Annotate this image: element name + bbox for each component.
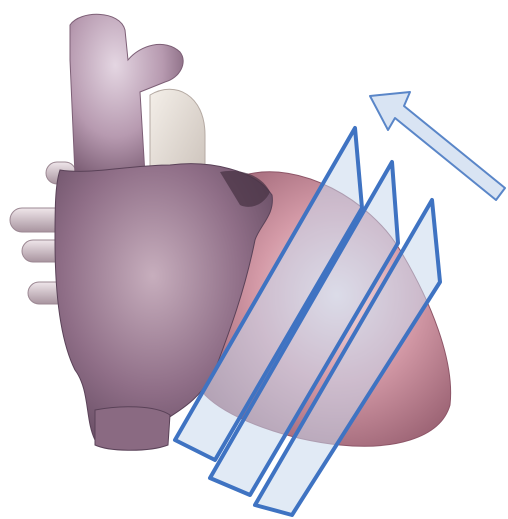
inferior-vena-cava: [95, 407, 170, 451]
